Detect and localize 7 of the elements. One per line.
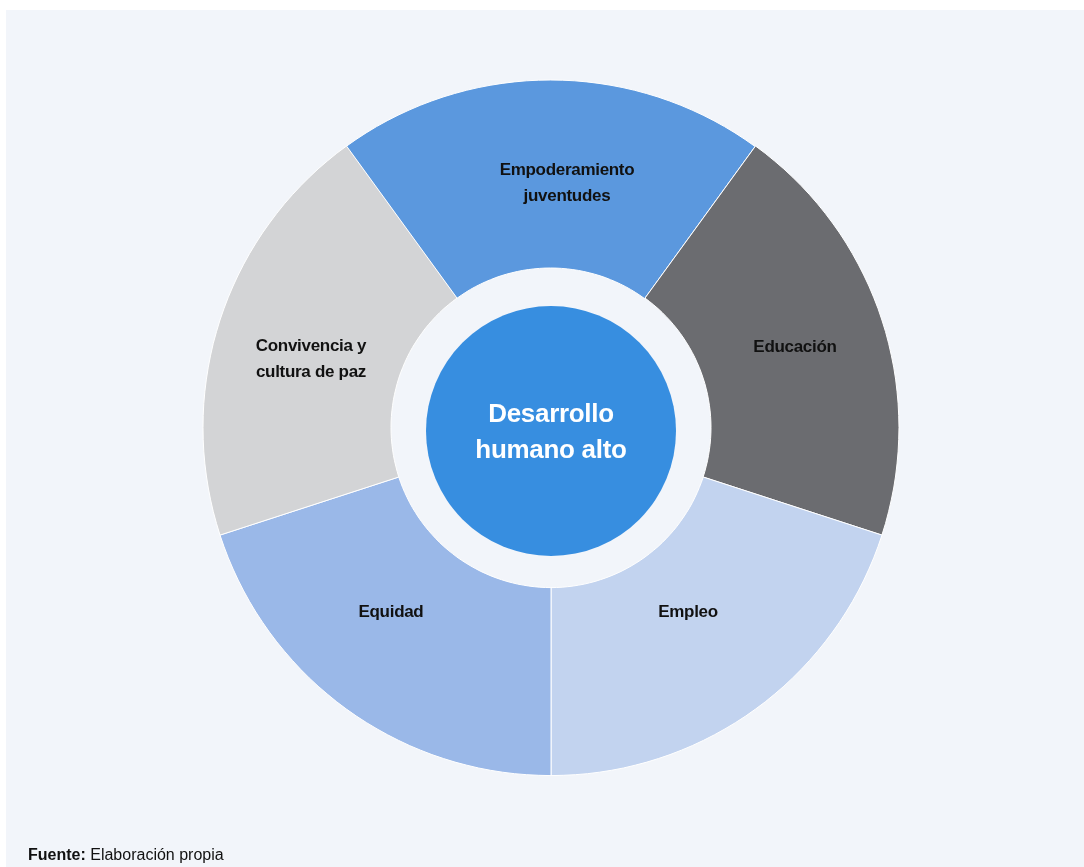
source-note: Fuente: Elaboración propia bbox=[28, 846, 224, 864]
segment-label: Educación bbox=[752, 336, 838, 358]
center-label: Desarrollo humano alto bbox=[474, 397, 628, 466]
segment-label: Convivencia y cultura de paz bbox=[254, 335, 368, 383]
segment-label: Equidad bbox=[357, 601, 425, 623]
segment-label: Empleo bbox=[657, 601, 719, 623]
segment-label: Empoderamiento juventudes bbox=[498, 159, 636, 207]
